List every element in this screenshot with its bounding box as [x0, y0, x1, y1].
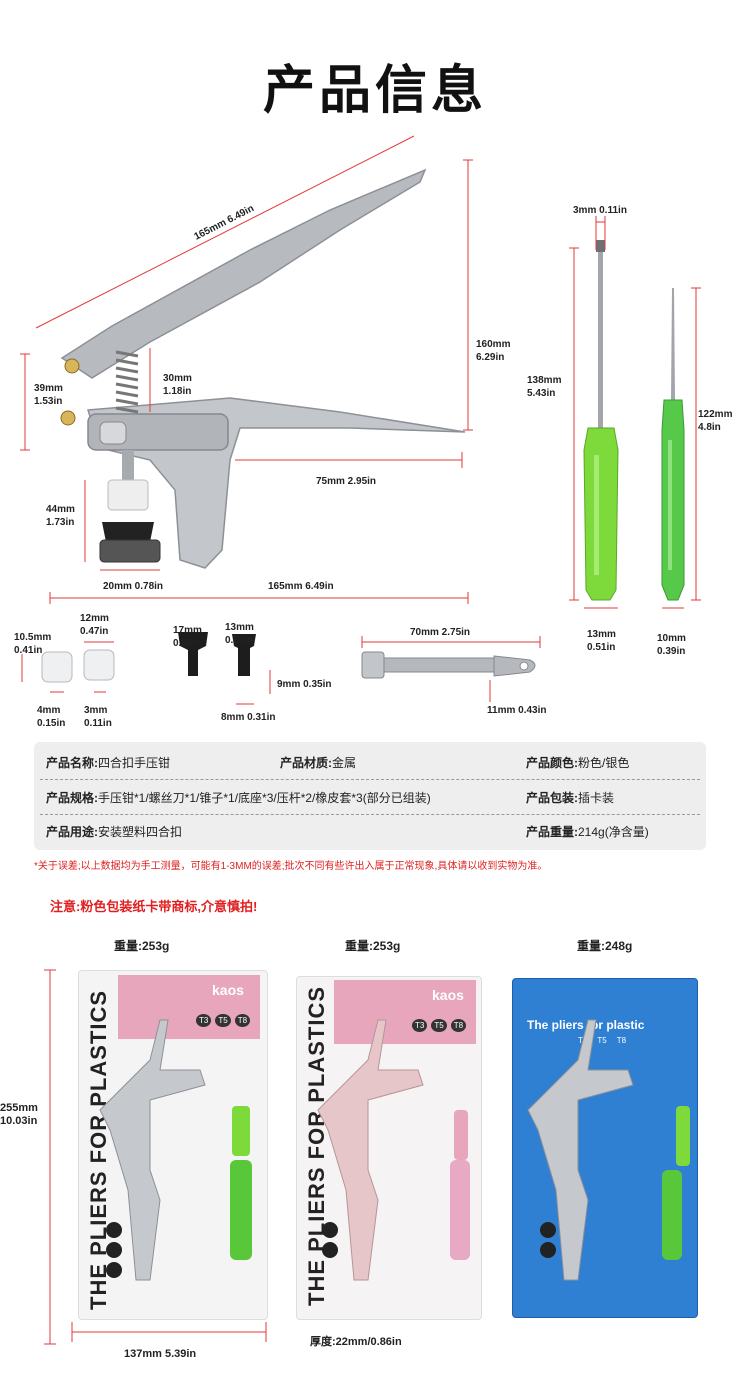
dim-screwdriver-len-mm: 138mm	[527, 375, 562, 386]
dim-jaw-mm: 44mm	[46, 504, 75, 515]
row-divider	[40, 814, 700, 815]
blue-package-text: The pliers for plastic	[527, 1018, 645, 1032]
dim-die2-top-mm: 12mm	[80, 613, 109, 624]
dim-spring-in: 1.18in	[163, 386, 192, 397]
size-badge: T3	[412, 1019, 428, 1032]
dim-rod-length: 70mm 2.75in	[410, 627, 471, 638]
dim-die1-top-in: 0.41in	[14, 645, 43, 656]
dim-total-length: 165mm 6.49in	[268, 581, 334, 592]
dim-die1-top-mm: 10.5mm	[14, 632, 52, 643]
dim-screwdriver-len-in: 5.43in	[527, 388, 556, 399]
spec-table: 产品名称:四合扣手压钳 产品材质:金属 产品颜色:粉色/银色 产品规格:手压钳*…	[34, 742, 706, 850]
dim-package-height-in: 10.03in	[0, 1115, 38, 1127]
dim-screwdriver-handle-in: 0.51in	[587, 642, 616, 653]
page-title: 产品信息	[262, 61, 487, 121]
dim-jaw-in: 1.73in	[46, 517, 75, 528]
dim-head-mm: 39mm	[34, 383, 63, 394]
dim-die2-bottom-mm: 3mm	[84, 705, 108, 716]
package-card-pink	[334, 980, 476, 1044]
package-weight-1: 重量:253g	[114, 939, 170, 953]
spec-name: 产品名称:四合扣手压钳	[46, 756, 171, 770]
dim-height-in: 6.29in	[476, 352, 505, 363]
spec-row-1: 产品名称:四合扣手压钳 产品材质:金属 产品颜色:粉色/银色	[34, 744, 706, 778]
package-contents-illustration	[44, 969, 690, 1345]
spec-row-2: 产品规格:手压钳*1/螺丝刀*1/锥子*1/底座*3/压杆*2/橡皮套*3(部分…	[34, 779, 706, 813]
screwdriver-awl-illustration	[569, 216, 701, 609]
package-card-pink	[118, 975, 260, 1039]
package-weight-3: 重量:248g	[577, 939, 633, 953]
package-warning: 注意:粉色包装纸卡带商标,介意慎拍!	[50, 899, 258, 914]
dim-base2-top-mm: 13mm	[225, 622, 254, 633]
spec-color: 产品颜色:粉色/银色	[526, 756, 630, 770]
dim-screwdriver-tip: 3mm 0.11in	[573, 205, 627, 216]
small-parts-illustration	[21, 632, 541, 705]
dim-screwdriver-handle-mm: 13mm	[587, 629, 616, 640]
package-weight-2: 重量:253g	[345, 939, 401, 953]
size-badge: T3	[196, 1014, 212, 1027]
spec-package: 产品包装:插卡装	[526, 791, 615, 805]
dim-head-in: 1.53in	[34, 396, 63, 407]
dim-rod-diameter: 11mm 0.43in	[487, 705, 547, 716]
row-divider	[40, 779, 700, 780]
dim-die2-bottom-in: 0.11in	[84, 718, 112, 729]
measurement-note: *关于误差;以上数据均为手工测量，可能有1-3MM的误差;批次不同有些许出入属于…	[34, 861, 548, 872]
spec-row-3: 产品用途:安装塑料四合扣 产品重量:214g(净含量)	[34, 813, 706, 847]
dim-awl-len-in: 4.8in	[698, 422, 721, 433]
size-badge: T5	[215, 1014, 231, 1027]
brand-logo: kaos	[212, 982, 244, 998]
dim-awl-handle-in: 0.39in	[657, 646, 686, 657]
dim-height-mm: 160mm	[476, 339, 511, 350]
dim-die1-bottom-in: 0.15in	[37, 718, 66, 729]
dim-die1-bottom-mm: 4mm	[37, 705, 61, 716]
dim-base1-top-mm: 17mm	[173, 625, 202, 636]
dim-package-height-mm: 255mm	[0, 1102, 38, 1114]
dim-base-width: 20mm 0.78in	[103, 581, 164, 592]
spec-weight: 产品重量:214g(净含量)	[526, 825, 649, 839]
dim-handle-length: 75mm 2.95in	[316, 476, 377, 487]
dim-base1-top-in: 0.66in	[173, 638, 202, 649]
dim-awl-len-mm: 122mm	[698, 409, 733, 420]
size-badge: T5	[431, 1019, 447, 1032]
spec-material: 产品材质:金属	[280, 756, 357, 770]
dim-spring-mm: 30mm	[163, 373, 192, 384]
dim-awl-handle-mm: 10mm	[657, 633, 686, 644]
dim-base-bottom: 8mm 0.31in	[221, 712, 276, 723]
spec-spec: 产品规格:手压钳*1/螺丝刀*1/锥子*1/底座*3/压杆*2/橡皮套*3(部分…	[46, 791, 431, 805]
dim-package-thickness: 厚度:22mm/0.86in	[310, 1336, 402, 1348]
dim-base2-top-in: 0.51in	[225, 635, 254, 646]
spec-use: 产品用途:安装塑料四合扣	[46, 825, 183, 839]
size-label: T8	[616, 1036, 627, 1045]
dim-die2-top-in: 0.47in	[80, 626, 109, 637]
size-label: T5	[597, 1036, 607, 1045]
dim-package-width: 137mm 5.39in	[124, 1348, 197, 1360]
pliers-illustration	[20, 135, 473, 604]
size-badge: T8	[450, 1019, 467, 1032]
size-badge: T8	[234, 1014, 251, 1027]
dim-base-height: 9mm 0.35in	[277, 679, 332, 690]
brand-logo: kaos	[432, 987, 464, 1003]
